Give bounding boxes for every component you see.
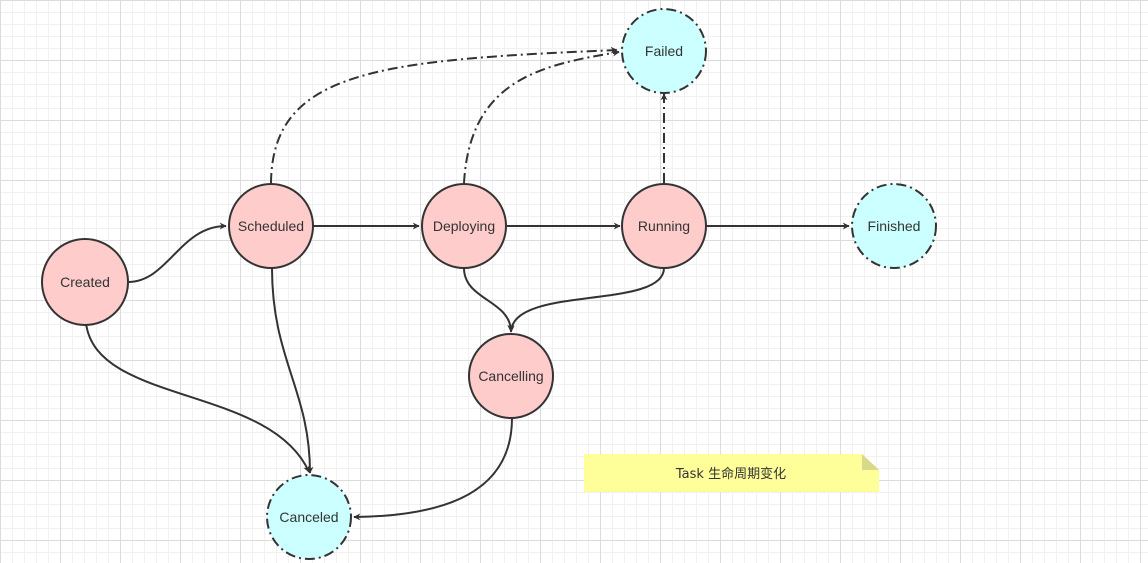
state-finished[interactable]: Finished: [851, 183, 937, 269]
state-canceled-label: Canceled: [279, 509, 338, 525]
edge-created-scheduled: [127, 222, 227, 283]
state-scheduled-shape: [228, 183, 314, 269]
state-failed-label: Failed: [645, 43, 683, 59]
state-created-label: Created: [60, 274, 110, 290]
state-cancelling[interactable]: Cancelling: [468, 333, 554, 419]
sticky-note-fold: [862, 454, 879, 470]
state-created[interactable]: Created: [41, 238, 129, 326]
state-canceled-shape: [266, 474, 352, 560]
sticky-note[interactable]: Task 生命周期变化: [584, 454, 879, 492]
sticky-note-text: Task 生命周期变化: [675, 466, 786, 482]
state-finished-label: Finished: [868, 218, 921, 234]
edge-deploying-cancelling: [463, 267, 515, 332]
sticky-note-body: [584, 454, 879, 492]
state-deploying-label: Deploying: [433, 218, 495, 234]
state-running-shape: [621, 183, 707, 269]
state-canceled[interactable]: Canceled: [266, 474, 352, 560]
state-running[interactable]: Running: [621, 183, 707, 269]
state-running-label: Running: [638, 218, 690, 234]
state-finished-shape: [851, 183, 937, 269]
edge-running-cancelling: [507, 267, 665, 333]
state-created-shape: [41, 238, 129, 326]
edge-deploying-failed: [463, 49, 620, 184]
state-scheduled-label: Scheduled: [238, 218, 304, 234]
state-failed[interactable]: Failed: [621, 8, 707, 94]
edge-scheduled-canceled: [271, 267, 314, 474]
edge-scheduled-failed: [270, 46, 618, 184]
state-cancelling-label: Cancelling: [478, 368, 543, 384]
state-deploying-shape: [421, 183, 507, 269]
edge-created-canceled: [85, 322, 310, 473]
state-deploying[interactable]: Deploying: [421, 183, 507, 269]
edge-cancelling-canceled: [353, 417, 513, 521]
state-scheduled[interactable]: Scheduled: [228, 183, 314, 269]
state-failed-shape: [621, 8, 707, 94]
state-cancelling-shape: [468, 333, 554, 419]
edges: [85, 46, 850, 521]
